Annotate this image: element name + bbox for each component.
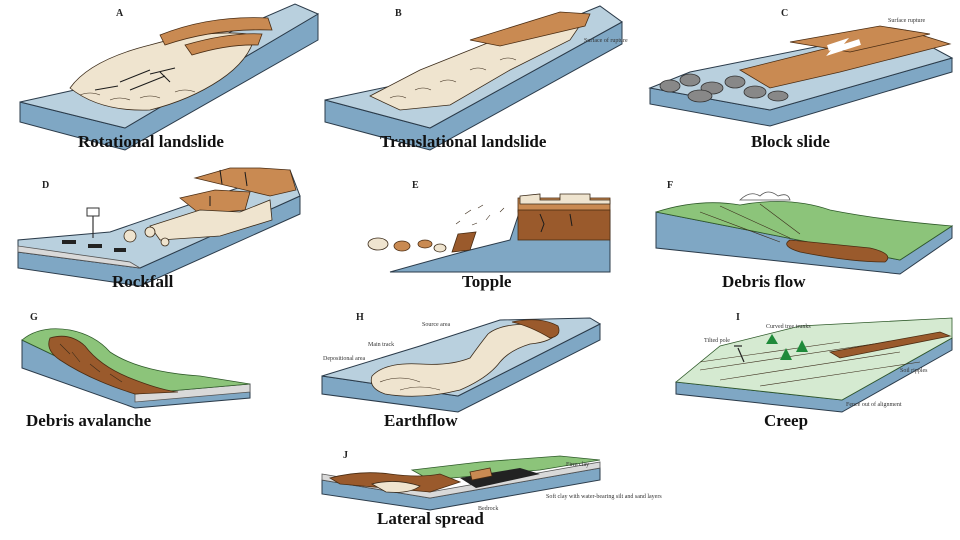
caption-topple: Topple [462,272,512,291]
caption-lateral-spread: Lateral spread [377,509,484,528]
panel-letter-d: D [42,180,49,191]
note-soil-ripples: Soil ripples [900,368,928,374]
caption-debris-avalanche: Debris avalanche [26,411,152,430]
illustration-block-slide [648,25,954,127]
panel-earthflow: H Source area Main track Depositional ar… [321,312,602,430]
caption-rockfall: Rockfall [112,272,174,291]
illustration-rotational-landslide [19,3,320,151]
panel-letter-b: B [395,8,402,19]
note-main-track: Main track [368,342,394,348]
panel-letter-f: F [667,180,673,191]
illustration-creep [675,317,953,413]
illustration-topple [367,193,611,273]
caption-rotational-landslide: Rotational landslide [78,132,224,151]
caption-creep: Creep [764,411,808,430]
illustration-rockfall [17,167,301,287]
panel-letter-c: C [781,8,788,19]
panel-creep: I Curved tree trunks Tilted pole Soil ri… [675,312,953,430]
panel-debris-flow: F Debris flow [655,180,954,291]
note-depositional-area: Depositional area [323,356,365,362]
illustration-earthflow [321,317,602,413]
note-source-area: Source area [422,322,450,328]
illustration-translational-landslide [324,5,623,151]
illustration-debris-flow [655,191,954,275]
caption-block-slide: Block slide [751,132,830,151]
panel-rotational-landslide: A Rotational landslide [19,3,320,151]
panel-translational-landslide: B Surface of rupture Translational lands… [324,5,628,151]
panel-letter-g: G [30,312,38,323]
illustration-lateral-spread [321,455,601,511]
caption-debris-flow: Debris flow [722,272,806,291]
note-surface-of-rupture: Surface of rupture [584,37,628,44]
note-bedrock: Bedrock [478,506,498,512]
panel-letter-i: I [736,312,740,323]
panel-lateral-spread: J Firm clay Soft clay with water-bearing… [321,450,662,528]
note-fence-out-of-alignment: Fence out of alignment [846,401,902,408]
panel-block-slide: C Surface rupture Block slide [648,8,954,151]
panel-letter-j: J [343,450,348,461]
note-firm-clay: Firm clay [566,462,589,468]
caption-translational-landslide: Translational landslide [380,132,547,151]
panel-topple: E Topple [367,180,611,291]
note-curved-tree-trunks: Curved tree trunks [766,324,811,330]
panel-debris-avalanche: G Debris avalanche [21,312,251,430]
panel-letter-a: A [116,8,124,19]
caption-earthflow: Earthflow [384,411,458,430]
panel-letter-h: H [356,312,364,323]
panel-letter-e: E [412,180,419,191]
panel-rockfall: D Rockfall [17,167,301,291]
note-soft-clay: Soft clay with water-bearing silt and sa… [546,493,662,500]
note-tilted-pole: Tilted pole [704,338,730,344]
note-surface-rupture: Surface rupture [888,17,925,24]
illustration-debris-avalanche [21,328,251,409]
